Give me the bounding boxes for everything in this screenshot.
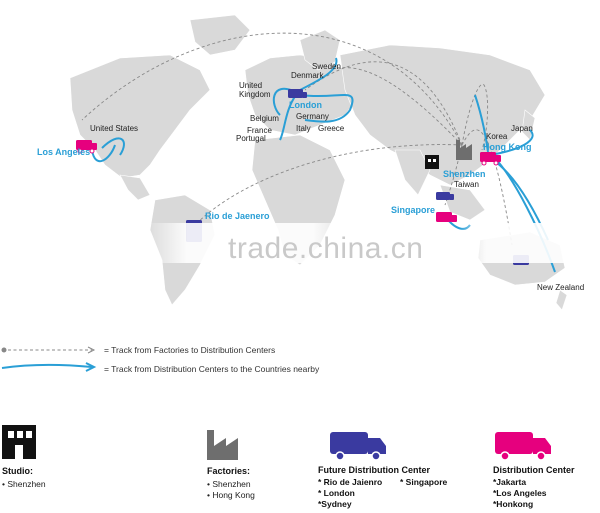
label-belgium: Belgium (250, 114, 279, 123)
world-map (69, 14, 568, 311)
label-korea: Korea (486, 132, 508, 141)
city-london: London (289, 100, 322, 110)
label-japan: Japan (511, 124, 533, 133)
legend-dashed-line (1, 346, 96, 354)
truck-los-angeles (76, 140, 97, 154)
truck-london (288, 89, 307, 98)
studio-title: Studio: (2, 466, 33, 476)
land-north-america (69, 54, 211, 179)
label-us: United States (90, 124, 139, 133)
distribution-title: Distribution Center (493, 465, 575, 475)
studio-item-0: • Shenzhen (2, 479, 46, 489)
watermark-band-left (145, 223, 355, 263)
factory-map-icon (456, 140, 472, 160)
truck-singapore (436, 212, 457, 222)
factories-item-0: • Shenzhen (207, 479, 251, 489)
label-uk: United Kingdom (239, 81, 271, 99)
city-rio: Rio de Jaenero (205, 211, 270, 221)
future-truck-key-icon (330, 432, 386, 461)
watermark-band-right (460, 223, 590, 263)
land-asia (339, 44, 546, 186)
studio-map-icon (425, 155, 439, 169)
label-denmark: Denmark (291, 71, 324, 80)
factories-title: Factories: (207, 466, 251, 476)
watermark-text: trade.china.cn (228, 232, 424, 265)
factories-item-1: • Hong Kong (207, 490, 255, 500)
truck-hong-kong (480, 152, 501, 166)
truck-shenzhen (436, 192, 454, 200)
legend-solid-line (1, 362, 97, 372)
label-germany: Germany (296, 112, 329, 121)
distribution-item-la: *Los Angeles (493, 488, 547, 498)
distribution-truck-key-icon (495, 432, 551, 461)
label-taiwan: Taiwan (454, 180, 479, 189)
future-item-singapore: * Singapore (400, 477, 448, 487)
future-item-london: * London (318, 488, 355, 498)
distribution-item-hk: *Honkong (493, 499, 534, 509)
land-greenland (189, 14, 251, 56)
label-sweden: Sweden (312, 62, 341, 71)
land-central-america (119, 174, 151, 201)
legend-solid-text: = Track from Distribution Centers to the… (104, 364, 320, 374)
city-hong-kong: Hong Kong (483, 142, 532, 152)
solid-tracks (91, 57, 556, 273)
distribution-item-jakarta: *Jakarta (493, 477, 527, 487)
land-scandinavia (299, 29, 341, 71)
land-india (394, 149, 431, 196)
legend-dashed-text: = Track from Factories to Distribution C… (104, 345, 276, 355)
city-los-angeles: Los Angeles (37, 147, 91, 157)
label-portugal: Portugal (236, 134, 266, 143)
land-nz (555, 289, 568, 311)
future-title: Future Distribution Center (318, 465, 430, 475)
label-france: France (247, 126, 272, 135)
factory-key-icon (207, 430, 238, 460)
studio-key-icon (2, 425, 36, 459)
label-greece: Greece (318, 124, 345, 133)
city-shenzhen: Shenzhen (443, 169, 486, 179)
label-italy: Italy (296, 124, 311, 133)
future-item-sydney: *Sydney (318, 499, 352, 509)
label-nz: New Zealand (537, 283, 585, 292)
land-se-asia (439, 184, 486, 221)
city-singapore: Singapore (391, 205, 436, 215)
future-item-rio: * Rio de Jaienro (318, 477, 383, 487)
